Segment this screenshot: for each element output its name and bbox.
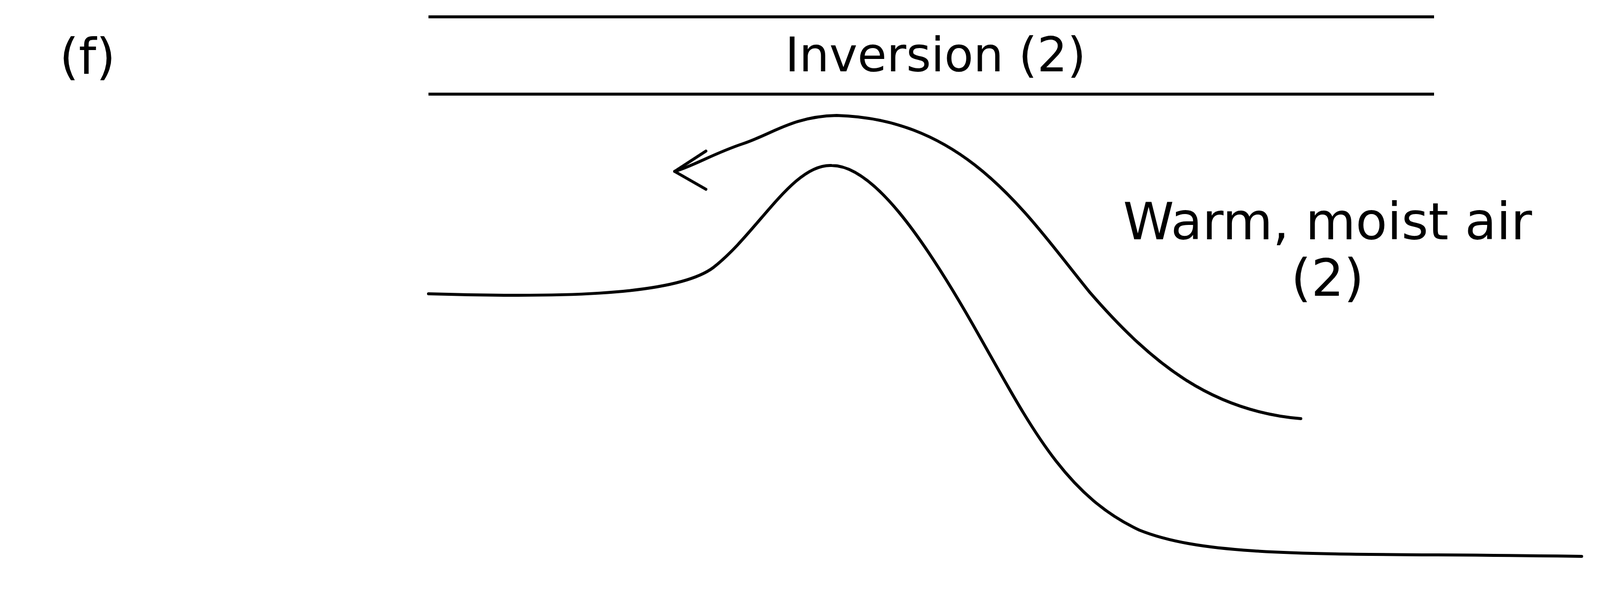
band-label: Inversion (2) — [785, 29, 1435, 82]
panel-letter: (f) — [59, 29, 139, 85]
arrow-head — [674, 151, 706, 190]
airflow-arrow — [674, 115, 1301, 419]
inversion-band: Inversion (2) — [428, 15, 1435, 96]
air-mass-label: Warm, moist air (2) — [1109, 193, 1546, 307]
mountain-outline — [428, 165, 1582, 557]
